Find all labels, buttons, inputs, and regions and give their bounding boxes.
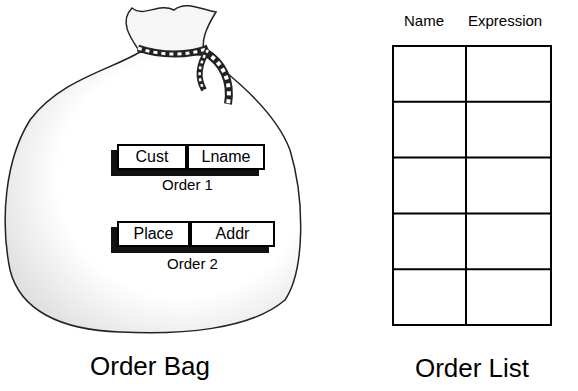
field-cell: Lname — [187, 144, 265, 170]
sack-illustration: Order Bag Order 1 Cust LnameOrder 2 Place Add… — [0, 0, 310, 391]
row-divider — [393, 101, 551, 103]
row-divider — [393, 268, 551, 270]
order-label: Order 2 — [110, 255, 275, 272]
order-widget: Order 1 Cust Lname — [110, 138, 280, 198]
table-border — [393, 46, 551, 325]
field-cell: Cust — [117, 144, 187, 170]
caption-text: Order Bag — [0, 352, 300, 382]
order-label: Order 1 — [110, 176, 265, 193]
rope-end-stripes — [205, 52, 229, 104]
order-widget: Order 2 Place Addr — [110, 215, 285, 275]
table-grid — [392, 45, 552, 326]
rope-end — [205, 52, 229, 104]
field-cell: Addr — [190, 221, 275, 247]
column-header: Name — [404, 12, 444, 29]
field-name: Lname — [202, 148, 251, 166]
rope-stripes — [138, 48, 208, 54]
rope-loop-stripes — [200, 50, 208, 90]
column-divider — [465, 46, 467, 325]
field-name: Cust — [136, 148, 169, 166]
sack-outline — [0, 0, 310, 391]
rope-band — [138, 48, 208, 54]
sack-top — [126, 6, 216, 55]
column-header: Expression — [468, 12, 542, 29]
field-cell: Place — [117, 221, 190, 247]
field-name: Addr — [216, 225, 250, 243]
order-list-table: Order List — [392, 45, 552, 326]
caption-text: Order List — [382, 354, 562, 384]
sack-body — [5, 52, 301, 333]
field-name: Place — [133, 225, 173, 243]
row-divider — [393, 212, 551, 214]
row-divider — [393, 157, 551, 159]
rope-loop — [200, 50, 208, 90]
